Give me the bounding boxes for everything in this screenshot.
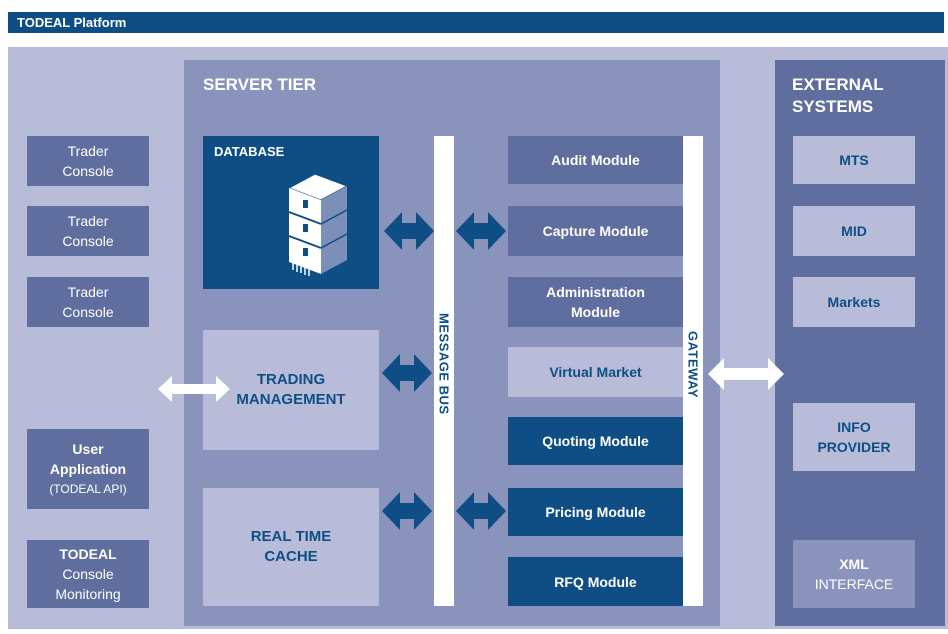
quoting-module[interactable]: Quoting Module <box>508 417 683 465</box>
capture-module[interactable]: Capture Module <box>508 206 683 256</box>
mts-system[interactable]: MTS <box>793 136 915 184</box>
user-application[interactable]: User Application (TODEAL API) <box>27 429 149 509</box>
database-box[interactable]: DATABASE <box>203 136 379 289</box>
external-systems-title: EXTERNAL SYSTEMS <box>792 75 884 116</box>
console-monitoring[interactable]: TODEAL Console Monitoring <box>27 540 149 608</box>
platform-title: TODEAL Platform <box>8 12 944 33</box>
audit-module[interactable]: Audit Module <box>508 136 683 184</box>
rfq-module[interactable]: RFQ Module <box>508 557 683 606</box>
double-arrow-icon <box>708 358 784 390</box>
double-arrow-icon <box>456 492 506 530</box>
double-arrow-icon <box>382 354 432 392</box>
mid-system[interactable]: MID <box>793 206 915 256</box>
double-arrow-icon <box>382 492 432 530</box>
double-arrow-icon <box>384 212 434 250</box>
database-label: DATABASE <box>214 144 285 159</box>
gateway: GATEWAY <box>683 136 703 606</box>
server-rack-icon <box>287 173 349 276</box>
double-arrow-icon <box>158 376 230 402</box>
virtual-market[interactable]: Virtual Market <box>508 347 683 397</box>
double-arrow-icon <box>456 212 506 250</box>
markets-system[interactable]: Markets <box>793 277 915 327</box>
gateway-label: GATEWAY <box>685 331 701 399</box>
pricing-module[interactable]: Pricing Module <box>508 488 683 536</box>
message-bus: MESSAGE BUS <box>434 136 454 606</box>
message-bus-label: MESSAGE BUS <box>436 313 452 415</box>
server-tier-title: SERVER TIER <box>203 75 317 94</box>
